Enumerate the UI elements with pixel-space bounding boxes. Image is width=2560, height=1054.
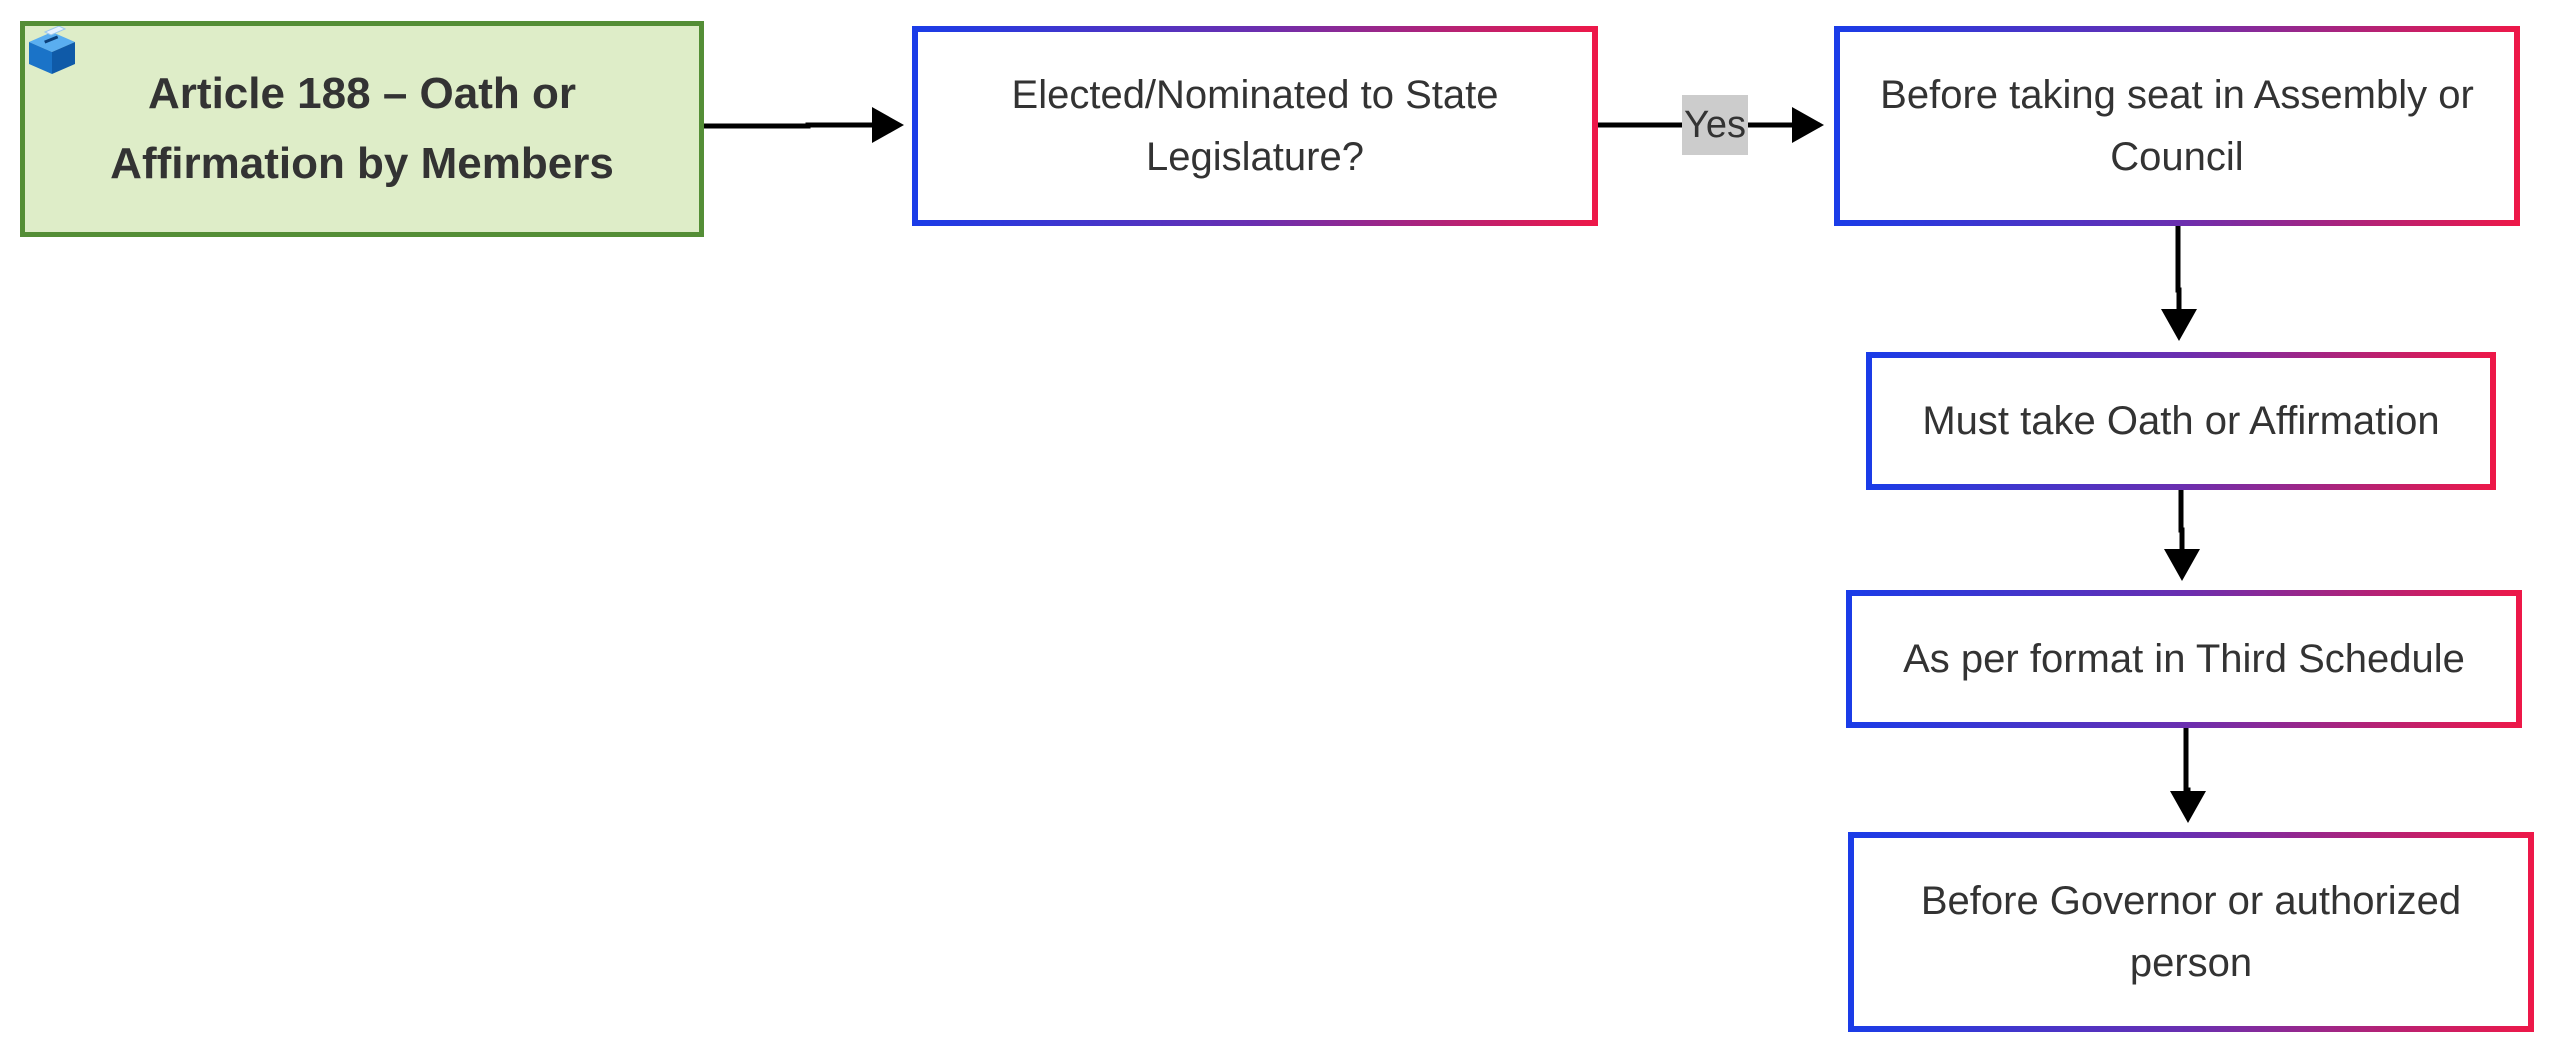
arrowhead bbox=[2170, 791, 2206, 823]
arrowhead bbox=[2161, 309, 2197, 341]
node-before-taking-seat: Before taking seat in Assembly or Counci… bbox=[1834, 26, 2520, 226]
arrow-before-seat-to-must-take-oath bbox=[2161, 225, 2197, 341]
arrowhead bbox=[1792, 107, 1824, 143]
arrow-must-take-oath-to-third-schedule bbox=[2164, 488, 2200, 581]
arrowhead bbox=[2164, 549, 2200, 581]
arrow-third-schedule-to-before-governor bbox=[2170, 727, 2206, 823]
node-must-take-oath: Must take Oath or Affirmation bbox=[1866, 352, 2496, 490]
node-before-governor-label: Before Governor or authorized person bbox=[1920, 879, 2462, 985]
node-elected-nominated-label: Elected/Nominated to State Legislature? bbox=[1011, 73, 1499, 179]
node-third-schedule-label: As per format in Third Schedule bbox=[1903, 637, 2465, 681]
node-third-schedule: As per format in Third Schedule bbox=[1846, 590, 2522, 728]
start-node-title-line1: Article 188 – Oath or bbox=[148, 69, 576, 118]
start-node-title-line2: Affirmation by Members bbox=[110, 139, 614, 188]
node-before-governor: Before Governor or authorized person bbox=[1848, 832, 2534, 1032]
arrowhead bbox=[872, 107, 904, 143]
edge-label-yes: Yes bbox=[1682, 95, 1748, 155]
arrow-start-to-elected bbox=[704, 107, 904, 143]
node-must-take-oath-label: Must take Oath or Affirmation bbox=[1922, 399, 2440, 443]
start-node-title: Article 188 – Oath or Affirmation by Mem… bbox=[29, 26, 644, 199]
node-elected-nominated: Elected/Nominated to State Legislature? bbox=[912, 26, 1598, 226]
ballot-box-icon bbox=[29, 26, 75, 74]
node-before-taking-seat-label: Before taking seat in Assembly or Counci… bbox=[1880, 73, 2474, 179]
start-node-article-188: Article 188 – Oath or Affirmation by Mem… bbox=[20, 21, 704, 237]
